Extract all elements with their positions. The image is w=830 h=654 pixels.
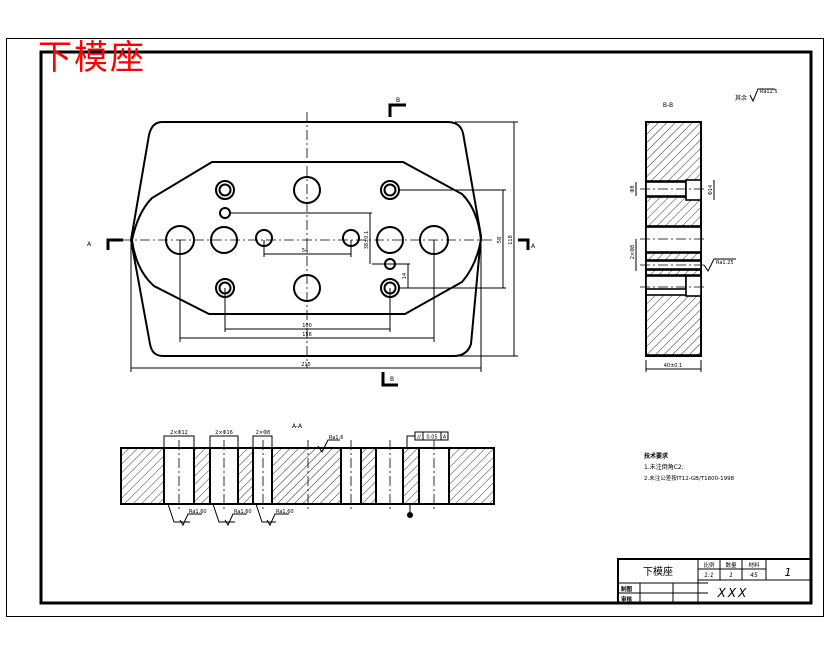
svg-text:A: A xyxy=(87,241,92,248)
dim-bolt-hole-span: 100 xyxy=(302,323,312,329)
svg-text:B: B xyxy=(396,97,400,104)
dim-pin-offset: 38±0.1 xyxy=(364,231,370,250)
svg-text:B: B xyxy=(390,376,394,383)
counterbore-hole xyxy=(380,180,400,200)
svg-text:Ra1.60: Ra1.60 xyxy=(276,509,294,515)
technical-requirements: 技术要求 1.未注倒角C2; 2.未注公差按IT12-GB/T1800-1998 xyxy=(644,452,735,482)
tech-requirements-heading: 技术要求 xyxy=(644,452,669,460)
title-block-material: 45 xyxy=(750,572,758,579)
plan-view: 215 156 100 54 118 58 38±0.1 14 B B A A xyxy=(87,97,536,387)
title-block: 下模座 比例 数量 材料 1:1 1 45 1 制图 审核 XXX xyxy=(617,558,812,604)
inner-border xyxy=(39,50,813,605)
dim-inner-hole-span: 54 xyxy=(302,248,308,254)
aa-outline xyxy=(120,447,495,505)
svg-text:A: A xyxy=(443,435,447,441)
dim-bb-pin: 2×Φ8 xyxy=(630,245,636,260)
geometric-tolerance-frame: // 0.05 A xyxy=(406,431,449,448)
dim-overall-width: 215 xyxy=(301,362,311,368)
hole-right-inner xyxy=(376,226,404,254)
section-aa-label: A-A xyxy=(292,423,303,430)
inner-outline xyxy=(130,161,483,315)
section-marker-a-right: A xyxy=(518,238,536,250)
dim-bb-counterbore-left: Φ8 xyxy=(630,185,636,192)
outer-outline xyxy=(129,121,483,357)
surface-finish-symbol: Ra1.60 xyxy=(167,503,207,527)
svg-text:Ra1.60: Ra1.60 xyxy=(189,509,207,515)
svg-text:Ra1.60: Ra1.60 xyxy=(234,509,252,515)
dim-small-offset: 14 xyxy=(402,273,408,279)
section-aa-view: A-A 2×Φ12 2×Φ16 2×Φ8 xyxy=(120,423,495,527)
dim-outer-hole-span: 156 xyxy=(302,332,312,338)
section-bb-view: B-B 40±0.1 Φ8 Φ14 2×Φ8 xyxy=(630,102,736,372)
title-block-drawn-label: 制图 xyxy=(621,585,633,593)
tech-requirement-item: 2.未注公差按IT12-GB/T1800-1998 xyxy=(644,474,735,482)
title-block-part-name: 下模座 xyxy=(643,565,673,578)
section-marker-a-left: A xyxy=(87,238,123,250)
dim-bolt-hole-height: 58 xyxy=(497,237,503,243)
pin-hole xyxy=(219,207,231,219)
title-block-sheet-no: 1 xyxy=(785,566,792,579)
section-bb-label: B-B xyxy=(663,102,673,109)
surface-finish-symbol: Ra1.25 xyxy=(703,258,736,272)
title-block-scale: 1:1 xyxy=(704,572,714,579)
dim-overall-height: 118 xyxy=(508,235,514,245)
title-block-checked-label: 审核 xyxy=(621,595,633,603)
title-block-qty: 1 xyxy=(729,572,733,579)
general-surface-finish: 其余 Ra12.5 xyxy=(735,88,778,103)
drawing-title-overlay: 下模座 xyxy=(38,38,146,78)
dim-aa-hole-3: 2×Φ8 xyxy=(256,430,271,436)
surface-finish-symbol: Ra1.60 xyxy=(212,503,252,527)
svg-text:Ra1.25: Ra1.25 xyxy=(716,260,734,266)
title-block-header-scale: 比例 xyxy=(703,561,715,569)
svg-text:0.05: 0.05 xyxy=(426,435,437,441)
surface-finish-symbol: Ra1.60 xyxy=(255,503,294,527)
hole-bottom-center xyxy=(293,274,321,302)
surface-finish-symbol: Ra1.6 xyxy=(317,435,343,453)
svg-text:Ra1.6: Ra1.6 xyxy=(329,435,343,441)
dim-aa-hole-2: 2×Φ16 xyxy=(215,430,233,436)
section-marker-b-top: B xyxy=(388,97,406,117)
dim-aa-hole-1: 2×Φ12 xyxy=(170,430,188,436)
dim-bb-counterbore-right: Φ14 xyxy=(708,185,714,195)
svg-text:A: A xyxy=(531,243,536,250)
hole-left-inner xyxy=(210,226,238,254)
svg-text:其余: 其余 xyxy=(735,94,747,102)
title-block-company: XXX xyxy=(717,586,749,600)
hole-top-center xyxy=(293,176,321,204)
section-marker-b-bottom: B xyxy=(381,372,398,387)
title-block-header-material: 材料 xyxy=(748,561,760,569)
outer-border xyxy=(6,38,824,617)
dim-bb-thickness: 40±0.1 xyxy=(664,363,683,369)
datum-symbol xyxy=(407,504,413,518)
svg-text://: // xyxy=(417,435,421,441)
svg-text:Ra12.5: Ra12.5 xyxy=(760,89,778,95)
tech-requirement-item: 1.未注倒角C2; xyxy=(644,463,684,471)
counterbore-hole xyxy=(215,180,235,200)
title-block-header-qty: 数量 xyxy=(725,561,737,569)
